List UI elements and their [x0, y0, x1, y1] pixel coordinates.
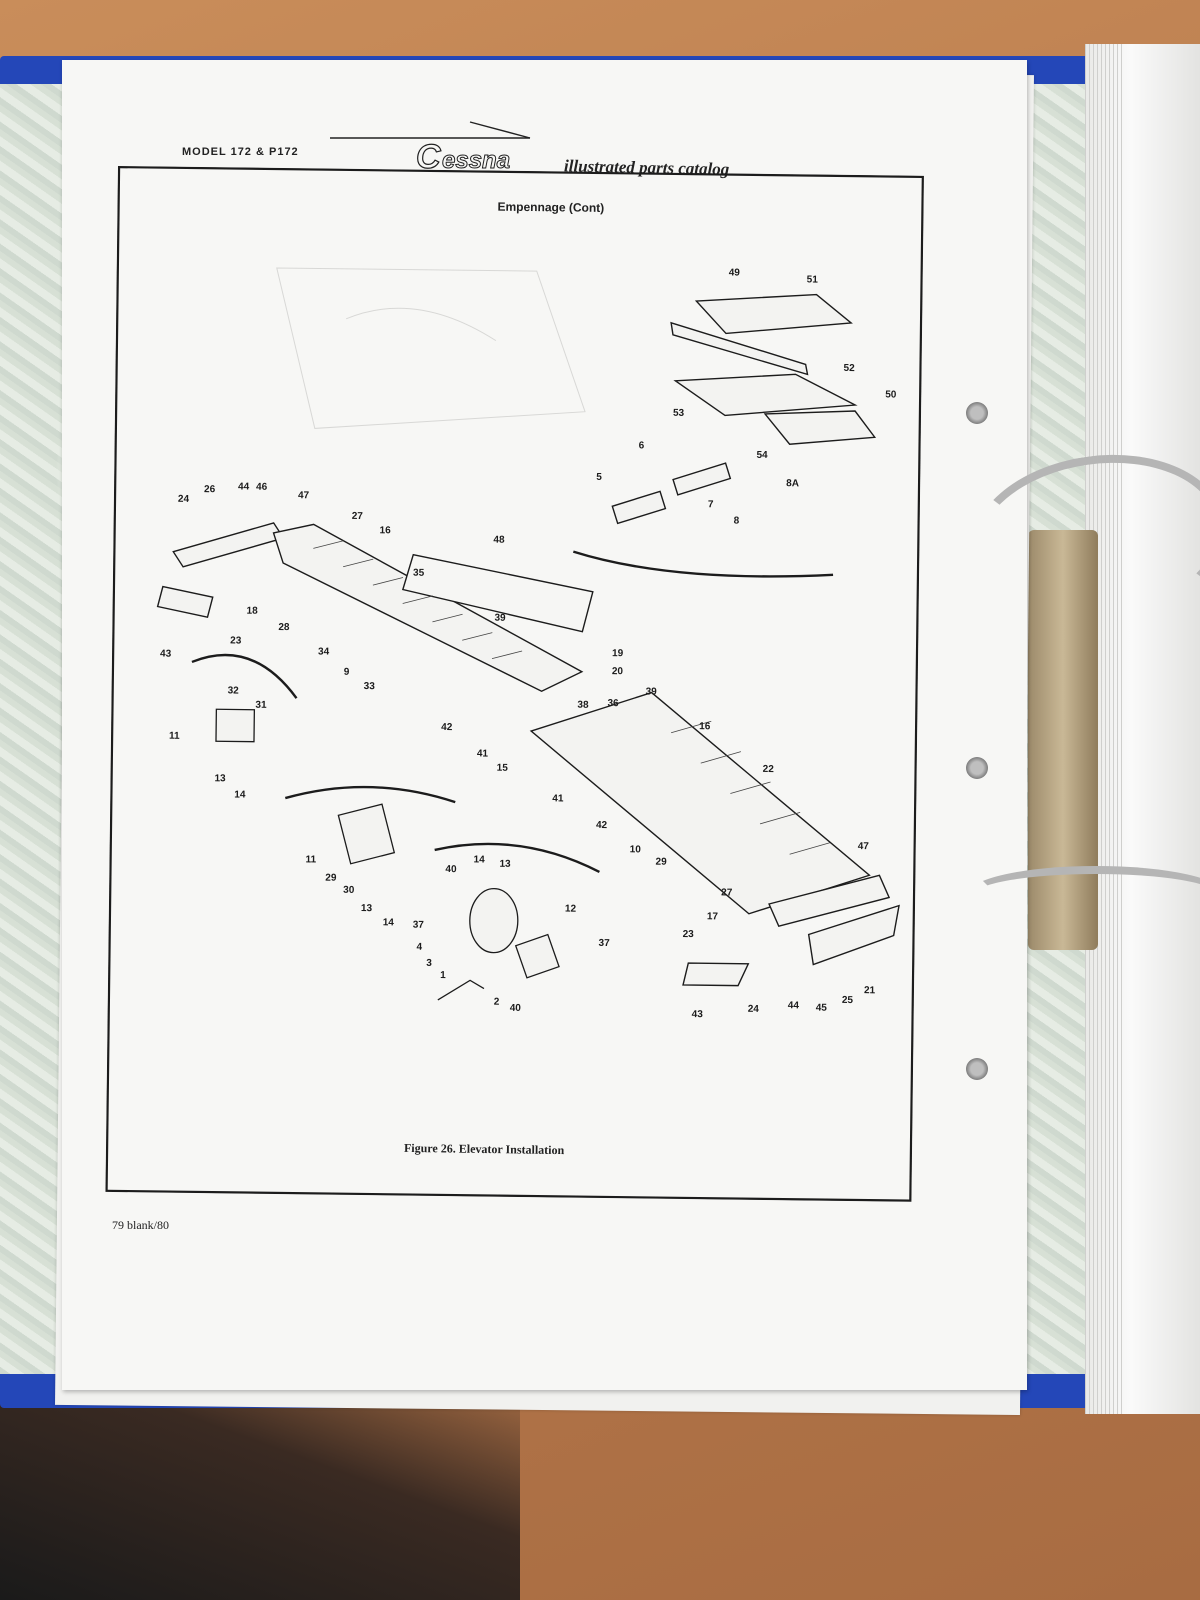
callout: 28: [278, 622, 290, 633]
callout: 29: [325, 873, 337, 884]
model-header: MODEL 172 & P172: [182, 146, 299, 158]
callout: 14: [383, 917, 395, 928]
callout: 39: [494, 613, 506, 624]
svg-text:essna: essna: [442, 147, 510, 174]
callout: 8: [734, 516, 740, 527]
cessna-logo: C essna: [330, 121, 531, 174]
callout-labels: 49 51 52 50 53 6 54 8A 5 7 8 24 26 44 46…: [160, 267, 897, 1020]
callout: 49: [729, 267, 741, 278]
callout: 24: [178, 494, 190, 505]
callout: 47: [858, 841, 870, 852]
punch-hole: [966, 1058, 988, 1080]
elevator-left: [156, 522, 594, 692]
callout: 27: [352, 511, 364, 522]
callout: 33: [364, 681, 376, 692]
callout: 51: [807, 274, 819, 285]
callout: 16: [699, 721, 711, 732]
callout: 37: [413, 920, 425, 931]
callout: 20: [612, 666, 624, 677]
callout: 25: [842, 995, 854, 1006]
callout: 21: [864, 985, 876, 996]
callout: 45: [816, 1003, 828, 1014]
punch-hole: [966, 402, 988, 424]
callout: 11: [305, 854, 316, 865]
callout: 40: [510, 1003, 522, 1014]
callout: 22: [763, 764, 775, 775]
ghost-sketch: [276, 267, 586, 429]
callout: 46: [256, 482, 268, 493]
callout: 43: [160, 649, 172, 660]
callout: 19: [612, 648, 624, 659]
callout: 54: [756, 450, 768, 461]
elevator-diagram: Empennage (Cont): [105, 165, 925, 1202]
callout: 41: [477, 748, 489, 759]
callout: 44: [788, 1000, 800, 1011]
callout: 6: [639, 440, 645, 451]
callout: 5: [596, 472, 602, 483]
callout: 16: [379, 525, 391, 536]
callout: 50: [885, 389, 897, 400]
callout: 48: [493, 535, 505, 546]
callout: 42: [596, 820, 608, 831]
callout: 29: [655, 857, 667, 868]
binder-ring-bottom: [968, 866, 1200, 922]
callout: 24: [748, 1004, 760, 1015]
elevator-left-ribs: [313, 540, 523, 659]
callout: 13: [361, 903, 373, 914]
callout: 10: [630, 844, 642, 855]
hinge-assembly-upper: [611, 293, 877, 525]
callout: 11: [169, 731, 180, 742]
callout: 9: [344, 667, 350, 678]
callout: 8A: [786, 478, 799, 489]
callout: 26: [204, 484, 216, 495]
callout: 2: [494, 997, 500, 1008]
callout: 17: [707, 911, 719, 922]
callout: 23: [683, 929, 695, 940]
callout: 13: [214, 773, 226, 784]
bracket-details: [215, 708, 560, 1001]
callout: 47: [298, 490, 310, 501]
callout: 32: [228, 685, 240, 696]
callout: 7: [708, 499, 714, 510]
callout: 38: [577, 700, 589, 711]
callout: 41: [552, 793, 564, 804]
callout: 37: [598, 938, 610, 949]
svg-text:C: C: [416, 138, 441, 174]
callout: 4: [416, 942, 422, 953]
callout: 35: [413, 568, 425, 579]
callout: 43: [692, 1009, 704, 1020]
callout: 34: [318, 646, 330, 657]
callout: 12: [565, 904, 577, 915]
callout: 30: [343, 885, 355, 896]
callout: 14: [473, 854, 485, 865]
callout: 3: [426, 958, 432, 969]
callout: 44: [238, 481, 250, 492]
section-heading: Empennage (Cont): [497, 200, 604, 215]
callout: 1: [440, 970, 446, 981]
callout: 39: [646, 686, 658, 697]
callout: 14: [234, 789, 246, 800]
callout: 53: [673, 408, 685, 419]
page-number: 79 blank/80: [112, 1218, 169, 1232]
callout: 42: [441, 722, 453, 733]
figure-caption: Figure 26. Elevator Installation: [403, 1140, 565, 1158]
figure-frame: Empennage (Cont): [105, 165, 925, 1202]
punch-hole: [966, 757, 988, 779]
detail-separators: [191, 550, 834, 874]
callout: 31: [255, 700, 267, 711]
callout: 13: [499, 859, 511, 870]
callout: 36: [607, 698, 619, 709]
elevator-right-ribs: [671, 720, 830, 855]
callout: 27: [721, 887, 733, 898]
callout: 15: [497, 763, 509, 774]
elevator-right: [529, 691, 900, 987]
callout: 40: [445, 864, 457, 875]
callout: 18: [247, 606, 259, 617]
callout: 52: [844, 363, 856, 374]
callout: 23: [230, 635, 242, 646]
